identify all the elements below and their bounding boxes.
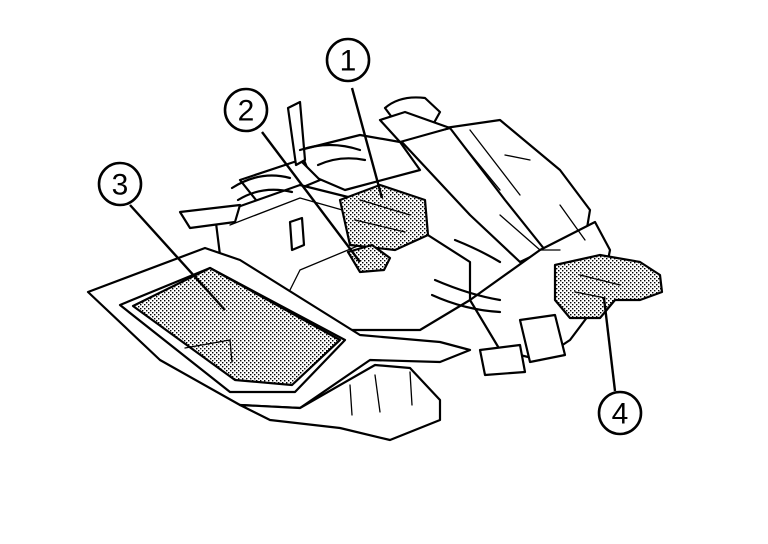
part-3-panel <box>131 266 342 387</box>
callout-4-label: 4 <box>612 398 629 431</box>
callout-1: 1 <box>325 37 384 199</box>
callout-3: 3 <box>97 161 226 311</box>
part-1-component <box>338 183 430 252</box>
unit-housing <box>86 96 612 442</box>
callout-2: 2 <box>223 87 361 263</box>
part-4-component <box>553 253 664 320</box>
callout-1-label: 1 <box>340 45 357 78</box>
callout-4: 4 <box>597 297 643 436</box>
part-2-component <box>346 243 392 274</box>
callout-3-label: 3 <box>112 169 129 202</box>
callout-2-label: 2 <box>238 95 255 128</box>
